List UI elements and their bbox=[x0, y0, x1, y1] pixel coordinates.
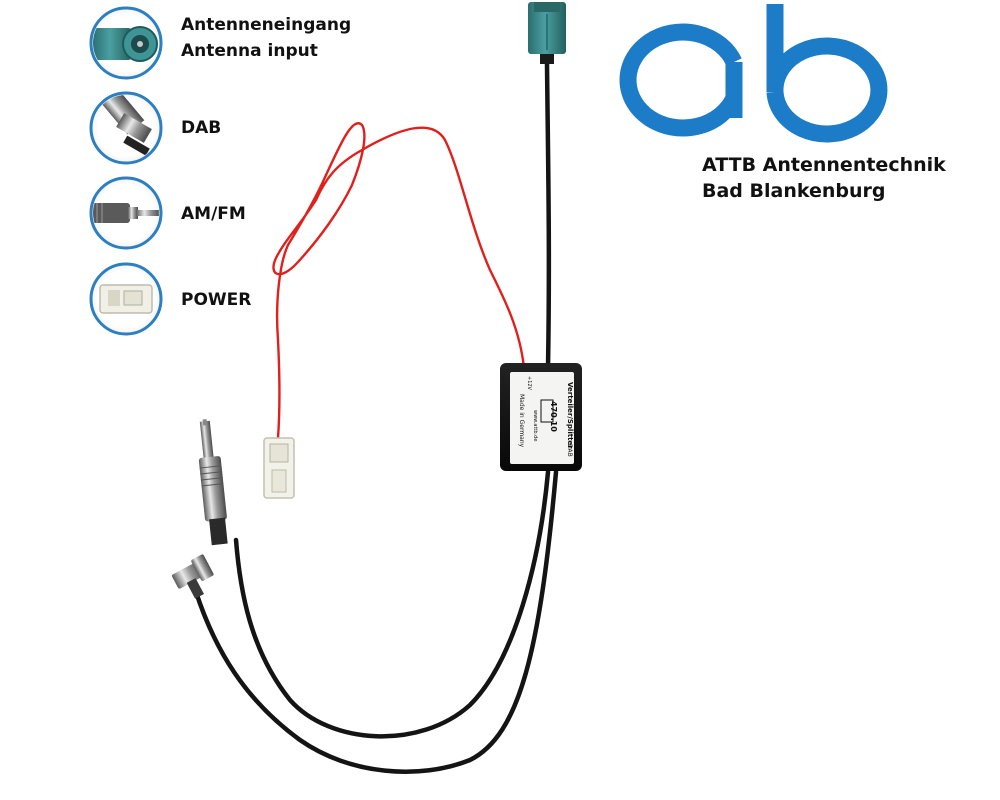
legend-antenna-input-de: Antenneneingang bbox=[181, 15, 352, 35]
brand-line-2: Bad Blankenburg bbox=[702, 180, 886, 202]
amfm-plug-icon bbox=[89, 176, 163, 250]
legend-antenna-input-en: Antenna input bbox=[181, 41, 318, 61]
splitter-origin: Made in Germany bbox=[518, 394, 525, 448]
brand-name: ATTB Antennentechnik Bad Blankenburg bbox=[702, 152, 946, 204]
splitter-title: Verteiler/Splitter bbox=[566, 382, 574, 449]
fakra-connector bbox=[528, 2, 566, 64]
power-wire bbox=[272, 122, 526, 440]
power-plug bbox=[263, 437, 295, 499]
dab-cable bbox=[193, 469, 559, 774]
brand-line-1: ATTB Antennentechnik bbox=[702, 154, 946, 176]
splitter-model: 470.10 bbox=[549, 401, 558, 432]
dab-connector-icon bbox=[89, 91, 163, 165]
antenna-input-icon bbox=[89, 6, 163, 80]
splitter-port-power: +12V bbox=[526, 376, 532, 391]
attb-logo bbox=[619, 4, 888, 143]
amfm-plug bbox=[198, 419, 228, 546]
splitter-web: www.attb.de bbox=[532, 410, 538, 441]
dab-plug bbox=[172, 554, 214, 599]
legend-power: POWER bbox=[181, 290, 252, 310]
antenna-input-cable bbox=[544, 61, 552, 371]
splitter-port-dab: DAB bbox=[566, 444, 573, 457]
legend-amfm: AM/FM bbox=[181, 204, 246, 224]
power-plug-icon bbox=[89, 262, 163, 336]
splitter-box: Verteiler/Splitter 470.10 Made in German… bbox=[500, 363, 582, 471]
legend-dab: DAB bbox=[181, 118, 222, 138]
amfm-cable bbox=[233, 469, 551, 739]
